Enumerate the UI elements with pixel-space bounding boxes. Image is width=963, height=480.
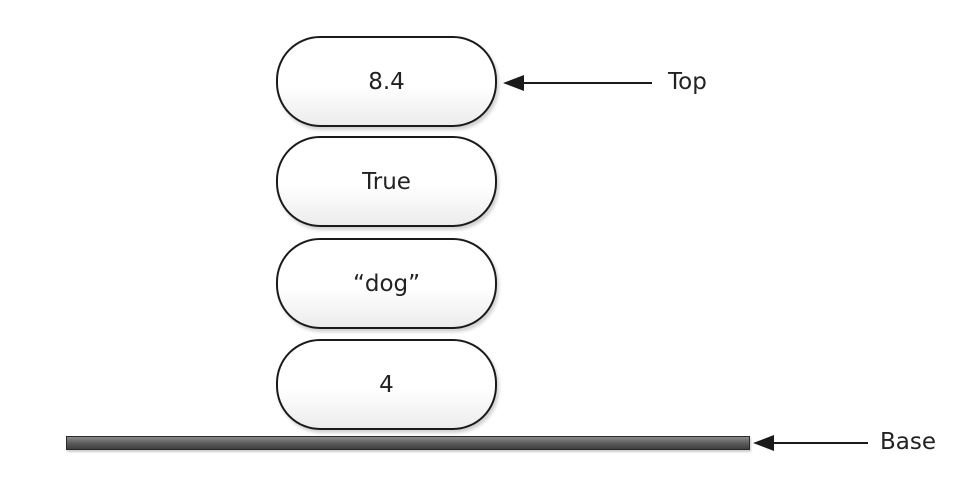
stack-item-top: 8.4 [276, 36, 497, 127]
base-pointer-arrow [753, 435, 868, 451]
stack-item-3: “dog” [276, 238, 497, 329]
stack-item-label: “dog” [352, 270, 421, 297]
stack-item-label: 4 [379, 371, 394, 398]
base-pointer-label: Base [880, 429, 937, 455]
stack-base-bar [66, 436, 750, 450]
top-pointer-arrow [503, 75, 652, 91]
stack-item-label: True [362, 168, 411, 195]
stack-item-bottom: 4 [276, 339, 497, 430]
top-pointer-label: Top [668, 69, 707, 95]
stack-item-label: 8.4 [368, 68, 405, 95]
stack-item-2: True [276, 136, 497, 227]
